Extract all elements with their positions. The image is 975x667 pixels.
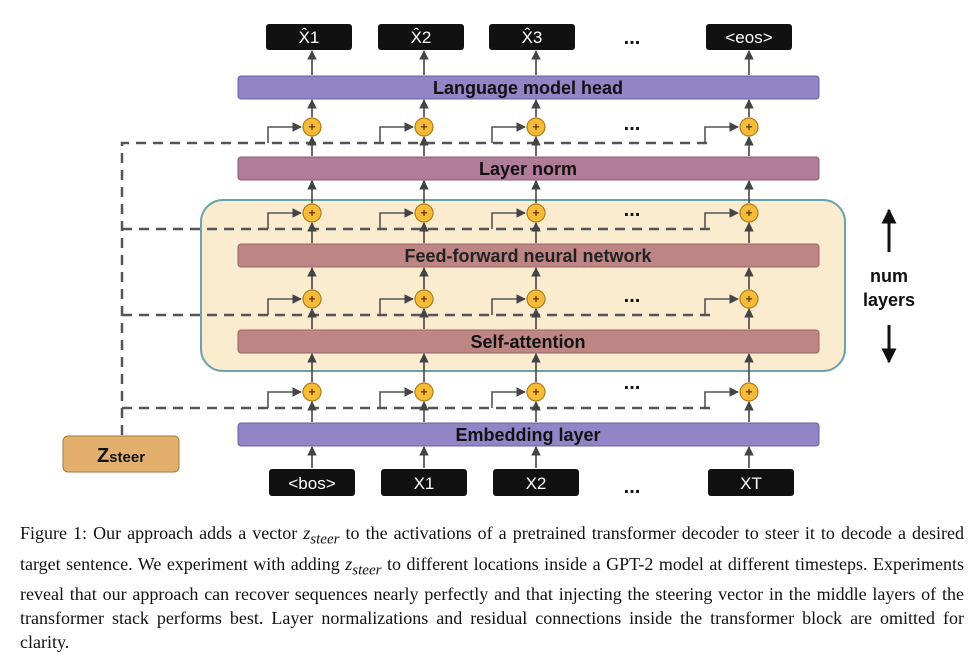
plus-symbol: +	[745, 385, 752, 399]
input-token-2: X2	[493, 469, 579, 496]
input-token-2-label: X2	[526, 474, 547, 493]
plus-symbol: +	[420, 120, 427, 134]
steering-branch-arrow	[267, 208, 302, 229]
plus-symbol: +	[420, 385, 427, 399]
steering-branch-arrow	[491, 208, 526, 229]
self-attention-label: Self-attention	[471, 332, 586, 352]
num-layers-label-line1: num	[870, 266, 908, 286]
output-token-2-label: X̂2	[411, 27, 432, 47]
steering-branch-arrow	[491, 122, 526, 143]
output-token-eos-label: <eos>	[725, 28, 772, 47]
add-operation-icon	[526, 203, 546, 223]
add-operation-icon	[302, 382, 322, 402]
add-operation-icon	[302, 117, 322, 137]
add-operation-icon	[302, 289, 322, 309]
steering-branch-arrow	[491, 387, 526, 408]
embedding-label: Embedding layer	[455, 425, 600, 445]
input-token-t-label: XT	[740, 474, 762, 493]
steering-branch-arrow	[704, 208, 739, 229]
add-operation-icon	[526, 289, 546, 309]
add-operation-icon	[414, 289, 434, 309]
z-steer-label: Zsteer	[97, 445, 145, 467]
steering-branch-arrow	[704, 294, 739, 315]
plus-symbol: +	[308, 385, 315, 399]
steering-branch-arrow	[704, 387, 739, 408]
ellipsis-row-3: ...	[624, 285, 641, 307]
steering-diagram: Language model head Layer norm Feed-forw…	[62, 24, 915, 498]
column-connections: + + + + + + + + + + + + + + + +	[267, 50, 759, 468]
num-layers-label-line2: layers	[863, 290, 915, 310]
lm-head-label: Language model head	[433, 78, 623, 98]
ellipsis-row-2: ...	[624, 199, 641, 221]
steering-branch-arrow	[491, 294, 526, 315]
add-operation-icon	[739, 117, 759, 137]
add-operation-icon	[414, 117, 434, 137]
add-operation-icon	[526, 382, 546, 402]
steering-branch-arrow	[379, 387, 414, 408]
input-token-t: XT	[708, 469, 794, 496]
plus-symbol: +	[532, 206, 539, 220]
z-steer-box: Zsteer	[62, 435, 180, 473]
output-token-eos: <eos>	[706, 24, 792, 50]
add-operation-icon	[739, 382, 759, 402]
ellipsis-inputs: ...	[624, 476, 641, 498]
input-token-bos: <bos>	[269, 469, 355, 496]
lm-head-layer: Language model head	[237, 75, 820, 100]
ellipsis-outputs: ...	[624, 27, 641, 49]
add-operation-icon	[739, 203, 759, 223]
add-operation-icon	[414, 382, 434, 402]
self-attention-layer: Self-attention	[237, 329, 820, 354]
add-operation-icon	[302, 203, 322, 223]
plus-symbol: +	[420, 292, 427, 306]
input-token-bos-label: <bos>	[288, 474, 335, 493]
steering-dashed-lines	[120, 141, 710, 435]
input-token-1: X1	[381, 469, 467, 496]
output-token-2: X̂2	[378, 24, 464, 50]
plus-symbol: +	[308, 206, 315, 220]
layer-norm-label: Layer norm	[479, 159, 577, 179]
output-token-3: X̂3	[489, 24, 575, 50]
steering-branch-arrow	[379, 122, 414, 143]
layer-norm-layer: Layer norm	[237, 156, 820, 181]
plus-symbol: +	[745, 292, 752, 306]
input-token-1-label: X1	[414, 474, 435, 493]
plus-symbol: +	[532, 385, 539, 399]
ffn-layer: Feed-forward neural network	[237, 243, 820, 268]
plus-symbol: +	[532, 120, 539, 134]
plus-symbol: +	[745, 206, 752, 220]
plus-symbol: +	[532, 292, 539, 306]
steering-branch-arrow	[379, 294, 414, 315]
add-operation-icon	[739, 289, 759, 309]
plus-symbol: +	[308, 120, 315, 134]
ellipsis-row-4: ...	[624, 372, 641, 394]
output-token-1: X̂1	[266, 24, 352, 50]
ffn-label: Feed-forward neural network	[404, 246, 652, 266]
steering-branch-arrow	[379, 208, 414, 229]
steering-branch-arrow	[704, 122, 739, 143]
plus-symbol: +	[308, 292, 315, 306]
steering-branch-arrow	[267, 122, 302, 143]
plus-symbol: +	[745, 120, 752, 134]
embedding-layer: Embedding layer	[237, 422, 820, 447]
steering-branch-arrow	[267, 387, 302, 408]
add-operation-icon	[414, 203, 434, 223]
figure-caption: Figure 1: Our approach adds a vector zst…	[20, 523, 965, 653]
plus-symbol: +	[420, 206, 427, 220]
steering-branch-arrow	[267, 294, 302, 315]
ellipsis-row-1: ...	[624, 113, 641, 135]
output-token-1-label: X̂1	[299, 27, 320, 47]
transformer-block	[200, 199, 846, 372]
output-token-3-label: X̂3	[522, 27, 543, 47]
add-operation-icon	[526, 117, 546, 137]
